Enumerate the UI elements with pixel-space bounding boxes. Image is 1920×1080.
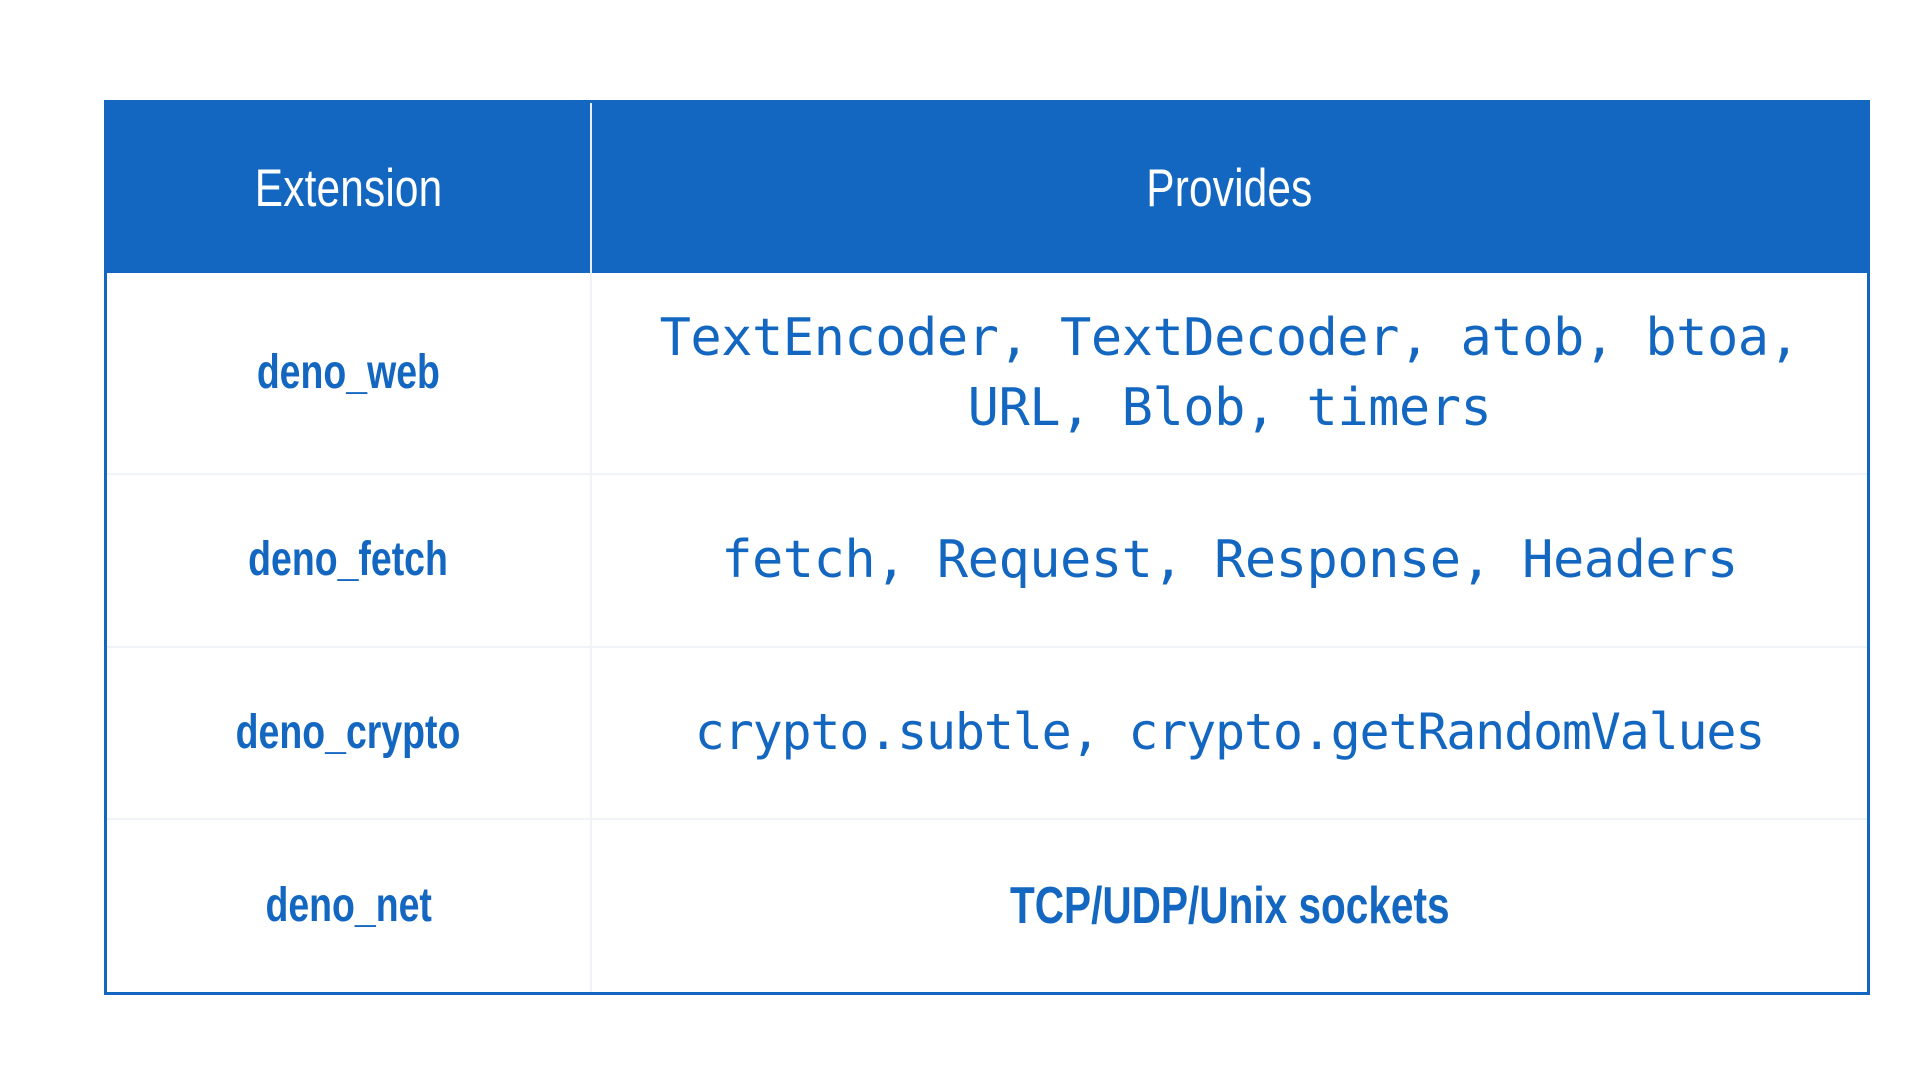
cell-extension-deno-web: deno_web bbox=[107, 273, 592, 474]
cell-provides-deno-crypto: crypto.subtle, crypto.getRandomValues bbox=[591, 645, 1867, 820]
extension-name-deno-web: deno_web bbox=[256, 345, 441, 399]
table-header: Extension Provides bbox=[107, 103, 1867, 273]
cell-provides-deno-fetch: fetch, Request, Response, Headers bbox=[591, 472, 1867, 647]
extensions-table-container: Extension Provides deno_web TextEncoder,… bbox=[104, 100, 1870, 995]
cell-extension-deno-fetch: deno_fetch bbox=[107, 472, 592, 647]
table-header-row: Extension Provides bbox=[107, 103, 1867, 273]
table-body: deno_web TextEncoder, TextDecoder, atob,… bbox=[107, 273, 1867, 992]
column-header-provides: Provides bbox=[1146, 158, 1313, 218]
cell-extension-deno-net: deno_net bbox=[107, 818, 592, 992]
extension-name-deno-fetch: deno_fetch bbox=[248, 532, 449, 586]
table-row: deno_web TextEncoder, TextDecoder, atob,… bbox=[107, 273, 1867, 474]
provides-text-deno-crypto: crypto.subtle, crypto.getRandomValues bbox=[694, 703, 1766, 762]
table-row: deno_net TCP/UDP/Unix sockets bbox=[107, 818, 1867, 992]
table-row: deno_fetch fetch, Request, Response, Hea… bbox=[107, 472, 1867, 647]
cell-extension-deno-crypto: deno_crypto bbox=[107, 645, 592, 820]
cell-provides-deno-net: TCP/UDP/Unix sockets bbox=[591, 818, 1867, 992]
extension-name-deno-net: deno_net bbox=[265, 878, 432, 932]
extensions-table: Extension Provides deno_web TextEncoder,… bbox=[107, 103, 1867, 992]
column-header-extension: Extension bbox=[155, 103, 544, 273]
cell-provides-deno-web: TextEncoder, TextDecoder, atob, btoa, UR… bbox=[591, 273, 1867, 474]
table-row: deno_crypto crypto.subtle, crypto.getRan… bbox=[107, 645, 1867, 820]
provides-text-deno-fetch: fetch, Request, Response, Headers bbox=[721, 530, 1738, 591]
extension-name-deno-crypto: deno_crypto bbox=[236, 705, 461, 759]
provides-text-deno-web: TextEncoder, TextDecoder, atob, btoa, UR… bbox=[659, 307, 1800, 438]
provides-text-deno-net: TCP/UDP/Unix sockets bbox=[1009, 876, 1450, 935]
